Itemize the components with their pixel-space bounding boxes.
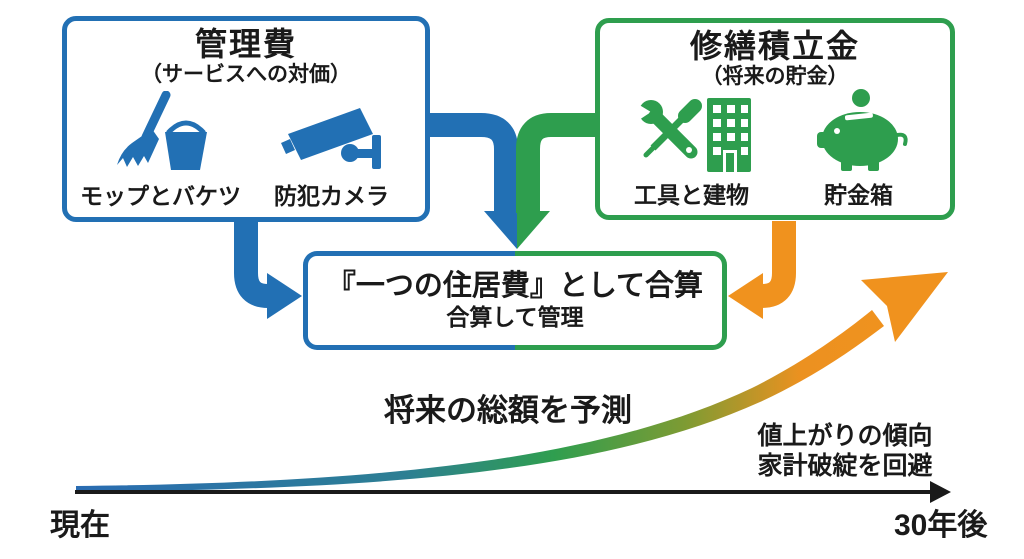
management-box-subtitle: （サービスへの対価） [141, 62, 351, 86]
merge-box-title: 『一つの住居費』として合算 [326, 270, 704, 303]
merged-housing-cost-box: 『一つの住居費』として合算 合算して管理 [303, 251, 727, 350]
icon-label: モップとバケツ [80, 183, 241, 209]
warning-note-line1: 値上がりの傾向 [757, 422, 933, 450]
mop-bucket-icon [116, 91, 207, 170]
reserve-item-savings: 貯金箱 [775, 88, 942, 216]
reserve-box-title: 修繕積立金 [689, 28, 860, 64]
forecast-annotation: 将来の総額を予測 [384, 393, 632, 428]
timeline-end-label: 30年後 [894, 509, 988, 542]
icon-label: 防犯カメラ [274, 183, 389, 209]
warning-note: 値上がりの傾向 家計破綻を回避 [752, 421, 938, 481]
icon-label: 貯金箱 [824, 181, 893, 208]
icon-label: 工具と建物 [634, 181, 749, 208]
security-camera-icon [280, 108, 381, 169]
management-item-cleaning: モップとバケツ [75, 86, 246, 217]
management-box-title: 管理費 [194, 26, 297, 62]
piggy-bank-icon [816, 88, 908, 171]
timeline-start-label: 現在 [50, 509, 110, 542]
reserve-merge-arrow-top [516, 113, 595, 249]
warning-note-line2: 家計破綻を回避 [757, 452, 933, 480]
management-icon-row: モップとバケツ 防犯カメラ [67, 86, 425, 217]
merge-box-subtitle: 合算して管理 [446, 304, 584, 331]
management-item-camera: 防犯カメラ [246, 86, 417, 217]
reserve-merge-arrow-side [728, 221, 796, 319]
timeline-axis [75, 481, 951, 503]
merged-housing-cost-box-inner: 『一つの住居費』として合算 合算して管理 [308, 256, 722, 345]
repair-reserve-box: 修繕積立金 （将来の貯金） [595, 18, 955, 220]
management-fee-box: 管理費 （サービスへの対価） モップとバケツ [62, 16, 430, 222]
growth-arrowhead [861, 272, 948, 342]
management-merge-arrow-top [430, 113, 518, 249]
reserve-item-repair: 工具と建物 [608, 88, 775, 216]
reserve-icon-row: 工具と建物 貯金箱 [600, 88, 950, 216]
management-merge-arrow-side [234, 221, 302, 319]
tools-building-icon [630, 97, 751, 172]
reserve-box-subtitle: （将来の貯金） [701, 64, 849, 88]
